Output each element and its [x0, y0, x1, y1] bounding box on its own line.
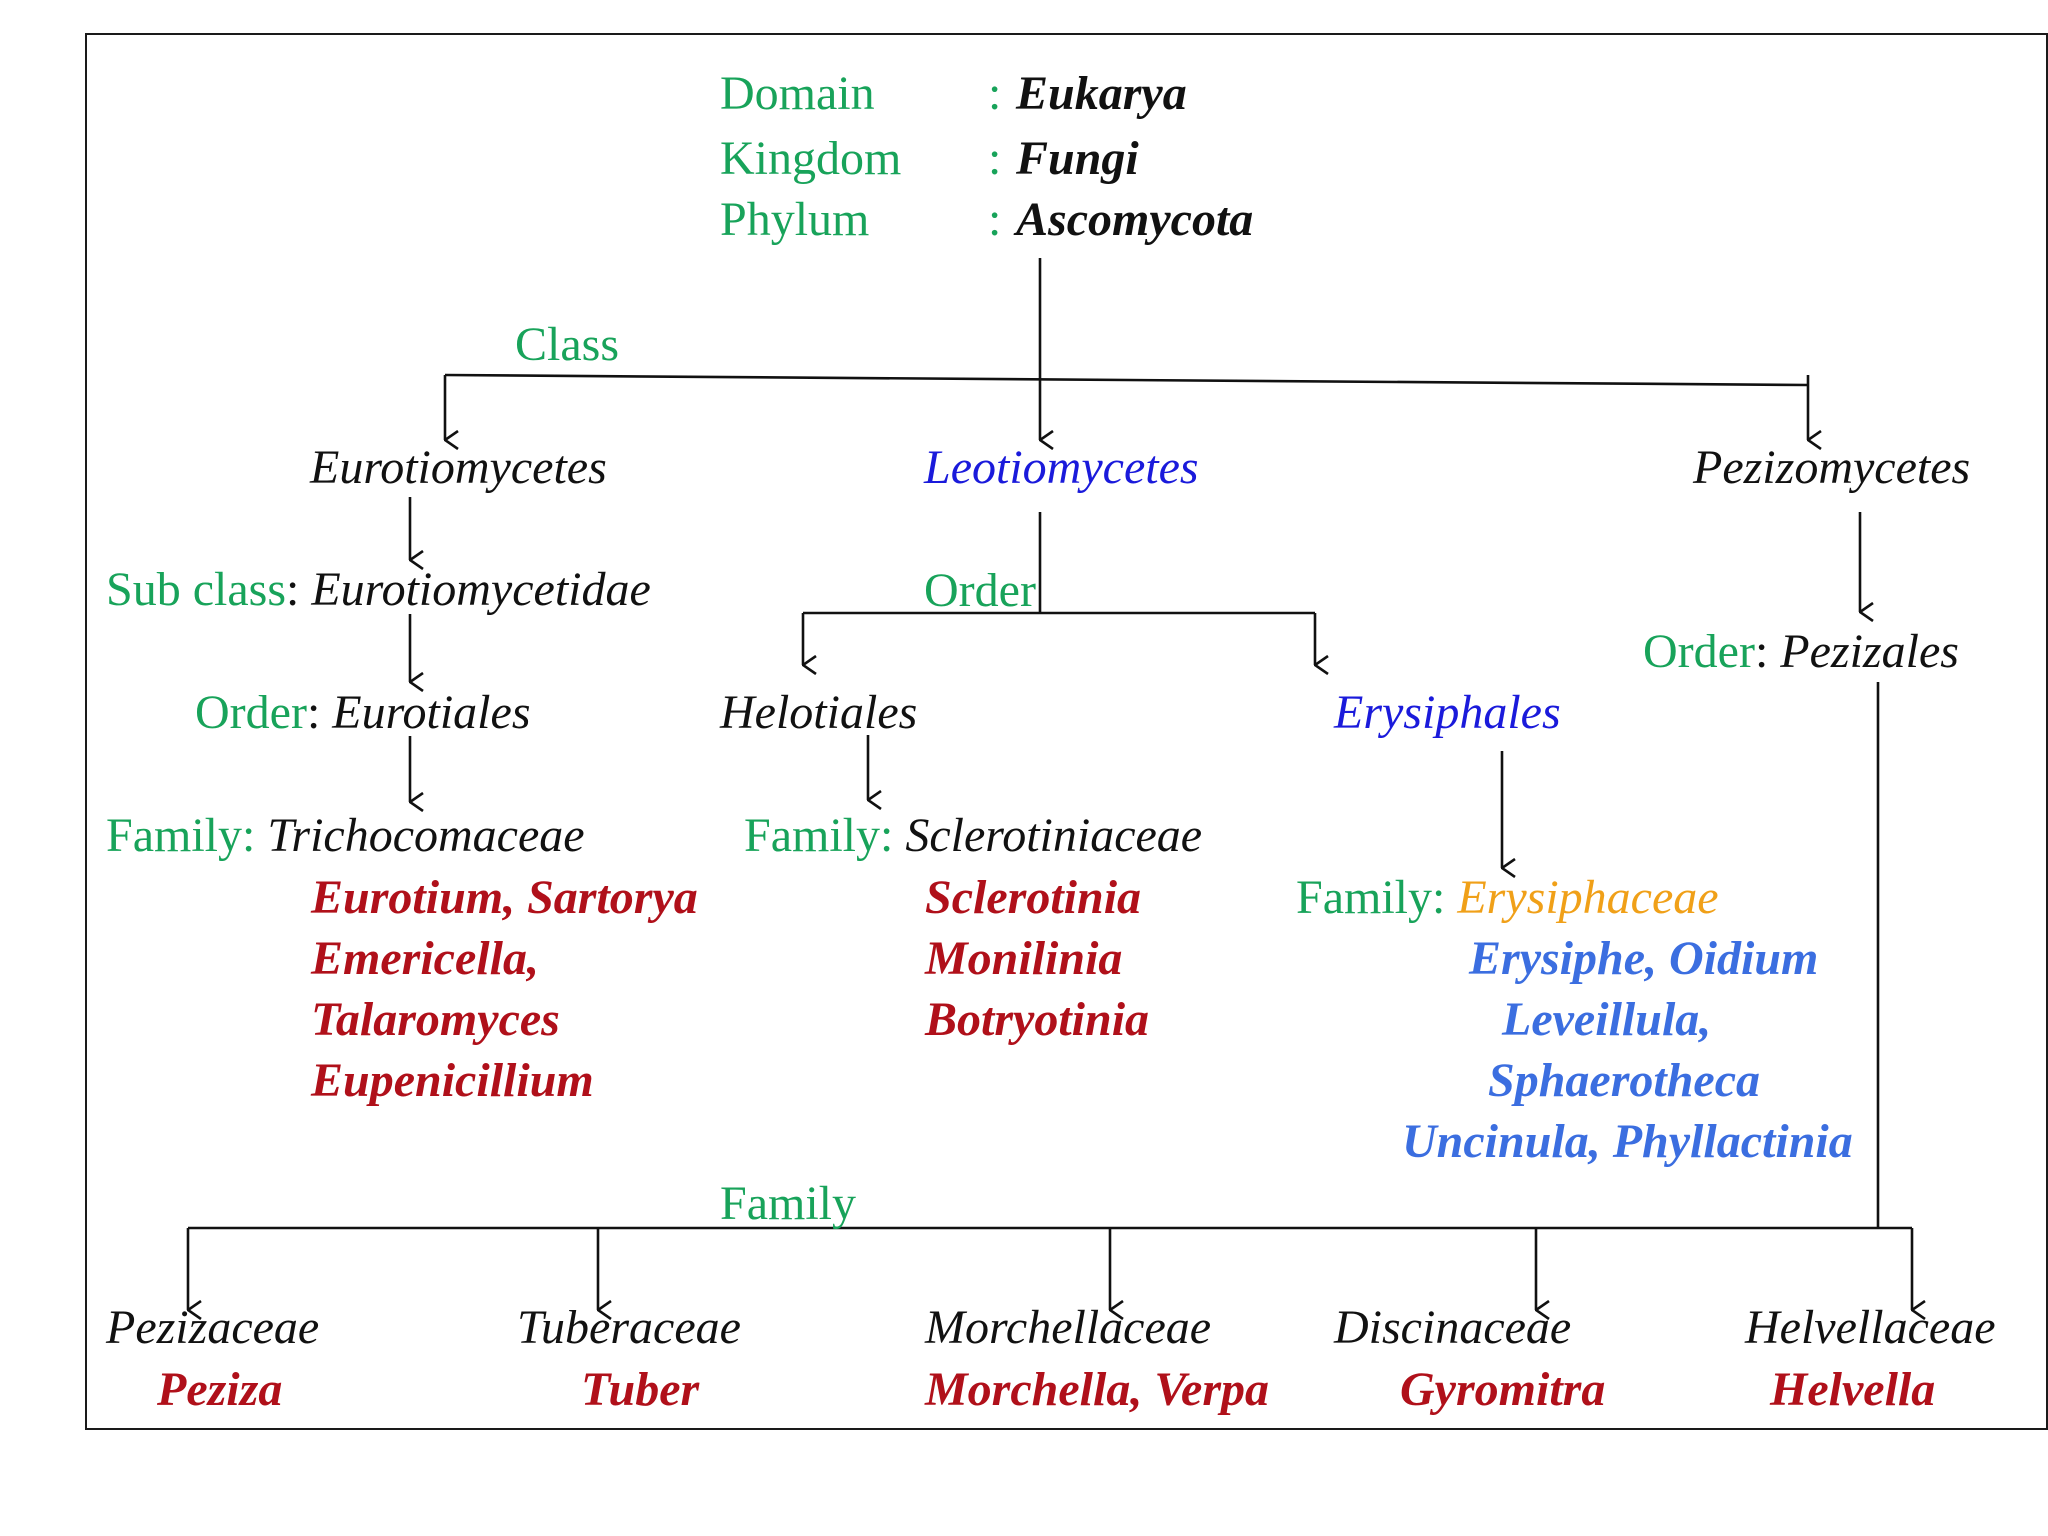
family-tuberaceae: Tuberaceae [517, 1301, 741, 1354]
genus-item: Talaromyces [311, 993, 560, 1046]
family-row-label: Family [720, 1177, 857, 1230]
genus-item: Sclerotinia [925, 871, 1142, 924]
genus-item: Erysiphe, Oidium [1469, 932, 1819, 985]
genus-item: Eupenicillium [311, 1054, 594, 1107]
subclass-label: Sub class [106, 563, 286, 616]
class-pezizomycetes: Pezizomycetes [1693, 441, 1971, 494]
order-helotiales: Helotiales [720, 686, 918, 739]
phylum-value: Ascomycota [1016, 193, 1254, 246]
sclerotiniaceae-family-label: Family: [744, 809, 894, 862]
erysiphaceae-line: Family: Erysiphaceae [1296, 874, 1719, 922]
genus-peziza: Peziza [157, 1363, 283, 1416]
erysiphaceae-family-label: Family: [1296, 871, 1446, 924]
genus-item: Eurotium, Sartorya [311, 871, 698, 924]
family-morchellaceae: Morchellaceae [925, 1301, 1212, 1354]
eurotiales-line: Order: Eurotiales [195, 686, 531, 739]
class-label: Class [515, 318, 620, 371]
pezizales-order-label: Order [1643, 625, 1755, 678]
genus-item: Emericella, [311, 932, 539, 985]
subclass-line: Sub class: Eurotiomycetidae [106, 563, 651, 616]
domain-value: Eukarya [1016, 67, 1187, 120]
sclerotiniaceae-line: Family: Sclerotiniaceae [744, 812, 1202, 860]
genus-morchella-verpa: Morchella, Verpa [925, 1363, 1270, 1416]
subclass-value: Eurotiomycetidae [311, 563, 651, 616]
phylum-colon: : [988, 193, 1002, 246]
phylum-label: Phylum [720, 193, 870, 246]
kingdom-label: Kingdom [720, 132, 902, 185]
genus-helvella: Helvella [1770, 1363, 1936, 1416]
family-discinaceae: Discinaceae [1334, 1301, 1572, 1354]
family-helvellaceae: Helvellaceae [1745, 1301, 1996, 1354]
pezizales-line: Order: Pezizales [1643, 625, 1959, 678]
trichocomaceae-family-label: Family: [106, 809, 256, 862]
eurotiales-order-label: Order [195, 686, 307, 739]
diagram-frame [85, 33, 2048, 1430]
kingdom-colon: : [988, 132, 1002, 185]
family-erysiphaceae: Erysiphaceae [1457, 871, 1719, 924]
order-eurotiales: Eurotiales [332, 686, 531, 739]
kingdom-value: Fungi [1016, 132, 1139, 185]
genus-item: Uncinula, Phyllactinia [1402, 1115, 1853, 1168]
family-sclerotiniaceae: Sclerotiniaceae [905, 809, 1203, 862]
leotio-order-label: Order [924, 564, 1036, 617]
genus-item: Botryotinia [925, 993, 1150, 1046]
class-eurotiomycetes: Eurotiomycetes [310, 441, 607, 494]
class-bar [444, 373, 1809, 387]
family-pezizaceae: Pezizaceae [106, 1301, 320, 1354]
family-trichocomaceae: Trichocomaceae [267, 809, 585, 862]
order-pezizales: Pezizales [1780, 625, 1959, 678]
domain-label: Domain [720, 67, 875, 120]
genus-item: Leveillula, [1502, 993, 1712, 1046]
domain-colon: : [988, 67, 1002, 120]
genus-tuber: Tuber [581, 1363, 700, 1416]
genus-item: Sphaerotheca [1488, 1054, 1761, 1107]
class-leotiomycetes: Leotiomycetes [924, 441, 1199, 494]
genus-item: Monilinia [925, 932, 1123, 985]
genus-gyromitra: Gyromitra [1400, 1363, 1606, 1416]
order-erysiphales: Erysiphales [1334, 686, 1561, 739]
trichocomaceae-line: Family: Trichocomaceae [106, 812, 585, 860]
